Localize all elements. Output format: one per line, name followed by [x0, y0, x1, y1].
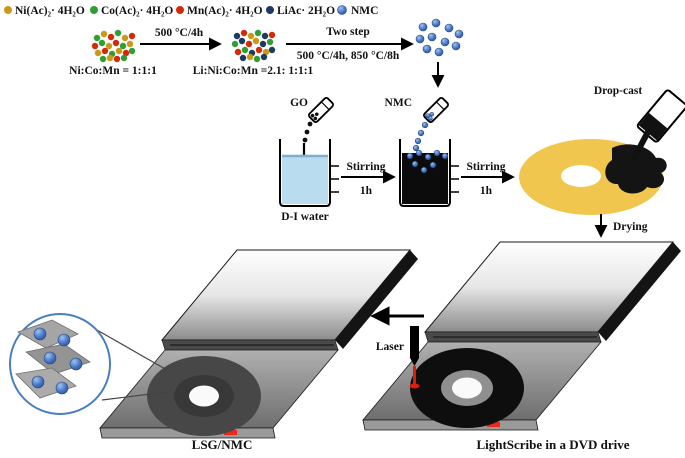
- stirring-2-time: 1h: [480, 185, 493, 197]
- go-label: GO: [290, 97, 308, 109]
- legend-dot-mnac: [176, 6, 184, 14]
- legend-label-niac: Ni(Ac)₂· 4H₂O: [15, 5, 85, 17]
- cluster1-label: Ni:Co:Mn = 1:1:1: [69, 65, 157, 77]
- laser-assembly: [409, 326, 420, 389]
- legend-label-nmc: NMC: [351, 5, 378, 17]
- legend-label-mnac: Mn(Ac)₂· 4H₂O: [187, 5, 263, 17]
- left-drive-caption: LSG/NMC: [192, 437, 253, 452]
- stirring-1-time: 1h: [360, 185, 373, 197]
- nmc-pour-stream: [412, 121, 429, 152]
- beaker-di-water: [279, 139, 339, 207]
- legend-dot-niac: [4, 6, 12, 14]
- stirring-2-label: Stirring: [467, 161, 506, 173]
- drying-label: Drying: [613, 221, 648, 233]
- drop-cast-splat: [605, 144, 667, 194]
- legend-dot-coac: [90, 6, 98, 14]
- dvd-drive-lightscribe: Laser: [362, 241, 682, 431]
- lightscribe-disc-yellow: [519, 139, 667, 215]
- stirring-1-label: Stirring: [347, 161, 386, 173]
- cluster2-label: Li:Ni:Co:Mn =2.1: 1:1:1: [193, 65, 314, 77]
- go-vial: [308, 97, 334, 123]
- pouring-cup: [631, 89, 685, 161]
- calcination-arrow-1-label: 500 °C/4h: [155, 27, 204, 39]
- legend-label-liac: LiAc· 2H₂O: [277, 5, 335, 17]
- legend-dot-liac: [266, 6, 274, 14]
- zoom-callout: [9, 313, 168, 415]
- precursor-cluster-1: [91, 29, 136, 63]
- two-step-label: Two step: [326, 26, 370, 38]
- dvd-drive-lsg-nmc: [99, 249, 419, 439]
- beaker-go-suspension: [399, 139, 459, 207]
- drop-cast-label: Drop-cast: [594, 85, 643, 97]
- nmc-particles-zoom: [31, 327, 83, 395]
- precursor-cluster-2: [231, 29, 276, 63]
- legend: Ni(Ac)₂· 4H₂O Co(Ac)₂· 4H₂O Mn(Ac)₂· 4H₂…: [4, 5, 378, 17]
- laser-label: Laser: [376, 341, 404, 353]
- di-water-label: D-I water: [281, 211, 329, 223]
- pour-stream: [631, 129, 651, 161]
- nmc-vial: [423, 97, 449, 123]
- legend-label-coac: Co(Ac)₂· 4H₂O: [101, 5, 173, 17]
- nmc-particles: [415, 18, 464, 57]
- right-drive-caption: LightScribe in a DVD drive: [476, 437, 629, 452]
- two-step-conditions-label: 500 °C/4h, 850 °C/8h: [297, 50, 400, 62]
- nmc-vial-label: NMC: [385, 97, 412, 109]
- legend-dot-nmc: [337, 5, 347, 15]
